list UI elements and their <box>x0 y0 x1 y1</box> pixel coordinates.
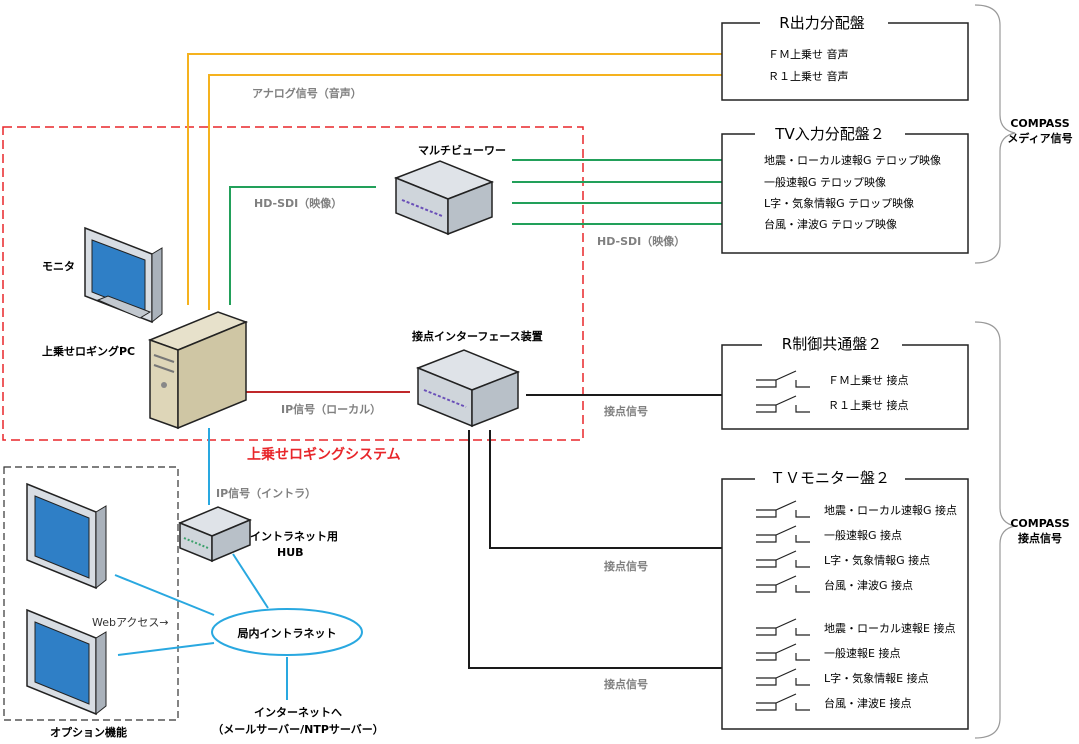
contact-brace-label-2: 接点信号 <box>1018 531 1062 545</box>
panel-tv-monitor-item: 台風・津波G 接点 <box>824 578 913 592</box>
intranet-hub-icon <box>178 506 252 563</box>
monitor-label: モニタ <box>42 260 75 273</box>
web-access-label: Webアクセス→ <box>92 616 169 629</box>
logging-system-boundary <box>2 126 584 441</box>
logging-pc-label: 上乗せロギングPC <box>42 344 135 358</box>
panel-tv-monitor: ＴＶモニター盤２ 地震・ローカル速報G 接点 一般速報G 接点 L字・気象情報G… <box>721 467 969 730</box>
contact-label-1: 接点信号 <box>604 404 648 418</box>
panel-tv-input-item: 一般速報G テロップ映像 <box>764 176 886 189</box>
option-group-label: オプション機能 <box>50 725 127 739</box>
contact-switch-icon <box>756 550 810 568</box>
panel-tv-input-item: 地震・ローカル速報G テロップ映像 <box>764 154 941 167</box>
ip-local-label: IP信号（ローカル） <box>281 402 381 416</box>
contact-switch-icon <box>756 525 810 543</box>
contact-switch-icon <box>756 500 810 518</box>
contact-lines <box>468 394 722 669</box>
panel-r-output-item: Ｒ１上乗せ 音声 <box>768 69 849 83</box>
hub-label-2: HUB <box>277 546 304 559</box>
contact-label-2: 接点信号 <box>604 559 648 573</box>
panel-tv-monitor-item: 地震・ローカル速報E 接点 <box>824 622 955 635</box>
contact-switch-icon <box>756 693 810 711</box>
panel-tv-monitor-item: 一般速報G 接点 <box>824 529 902 542</box>
internet-label-2: （メールサーバー/NTPサーバー） <box>212 723 384 736</box>
logging-system-title: 上乗せロギングシステム <box>247 446 401 463</box>
panel-tv-monitor-item: L字・気象情報G 接点 <box>824 553 930 567</box>
panel-r-output-title: R出力分配盤 <box>779 14 864 32</box>
analog-audio-label: アナログ信号（音声） <box>252 86 362 100</box>
contact-interface-label: 接点インターフェース装置 <box>412 329 543 343</box>
contact-switch-icon <box>756 668 810 686</box>
panel-r-control-item: Ｒ１上乗せ 接点 <box>828 399 909 412</box>
ip-intra-label: IP信号（イントラ） <box>216 486 316 500</box>
panel-tv-input-title: TV入力分配盤２ <box>774 125 884 143</box>
panel-tv-monitor-title: ＴＶモニター盤２ <box>770 469 890 487</box>
panel-tv-monitor-item: 台風・津波E 接点 <box>824 696 911 710</box>
panel-r-control: R制御共通盤２ ＦＭ上乗せ 接点 Ｒ１上乗せ 接点 <box>721 333 969 430</box>
media-brace <box>974 4 1016 264</box>
panel-r-output-item: ＦＭ上乗せ 音声 <box>768 47 849 61</box>
multiviewer-icon <box>393 160 495 236</box>
hub-label-1: イントラネット用 <box>250 530 338 543</box>
monitor-icon <box>84 226 163 324</box>
contact-label-3: 接点信号 <box>604 677 648 691</box>
panel-tv-monitor-item: 一般速報E 接点 <box>824 647 900 660</box>
panel-tv-monitor-item: L字・気象情報E 接点 <box>824 671 929 685</box>
contact-switch-icon <box>756 618 810 636</box>
contact-switch-icon <box>756 395 810 413</box>
contact-interface-icon <box>415 349 521 428</box>
contact-brace-label-1: COMPASS <box>1010 517 1069 530</box>
media-brace-label-2: メディア信号 <box>1007 131 1072 145</box>
intranet-lines <box>114 428 288 700</box>
panel-tv-input-item: 台風・津波G テロップ映像 <box>764 217 897 231</box>
multiviewer-label: マルチビューワー <box>418 143 506 157</box>
contact-switch-icon <box>756 370 810 388</box>
panel-tv-input: TV入力分配盤２ 地震・ローカル速報G テロップ映像 一般速報G テロップ映像 … <box>721 123 969 254</box>
contact-switch-icon <box>756 643 810 661</box>
panel-r-output: R出力分配盤 ＦＭ上乗せ 音声 Ｒ１上乗せ 音声 <box>721 14 969 101</box>
analog-audio-lines <box>187 53 752 310</box>
option-monitor-icon-1 <box>26 482 107 590</box>
panel-tv-input-item: L字・気象情報G テロップ映像 <box>764 196 914 210</box>
hdsdi-left-label: HD-SDI（映像） <box>254 196 342 210</box>
media-brace-label-1: COMPASS <box>1010 117 1069 130</box>
intranet-cloud <box>211 608 363 656</box>
option-monitor-icon-2 <box>26 608 107 716</box>
hdsdi-lines <box>229 159 752 305</box>
panel-r-control-item: ＦＭ上乗せ 接点 <box>828 374 909 387</box>
contact-switch-icon <box>756 575 810 593</box>
hdsdi-right-label: HD-SDI（映像） <box>597 234 685 248</box>
contact-brace <box>974 321 1016 739</box>
option-group-boundary <box>3 466 179 721</box>
panel-tv-monitor-item: 地震・ローカル速報G 接点 <box>824 504 957 517</box>
logging-pc-icon <box>147 311 249 430</box>
internet-label-1: インターネットへ <box>254 706 342 719</box>
panel-r-control-title: R制御共通盤２ <box>782 335 882 353</box>
intranet-label: 局内イントラネット <box>237 626 337 640</box>
